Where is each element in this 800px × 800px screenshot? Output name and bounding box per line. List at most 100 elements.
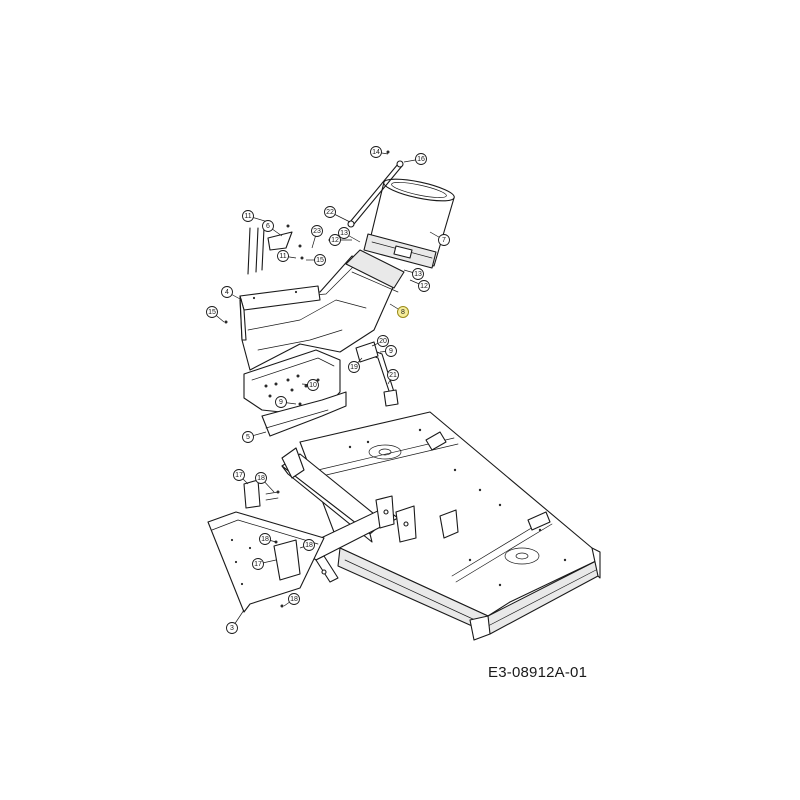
callout-label: 11 [244,213,251,220]
callout-circle [348,361,360,373]
callout-c12b: 12 [409,279,430,292]
callout-label: 22 [326,209,334,216]
fasteners [224,150,390,608]
callout-label: 9 [389,348,393,355]
callout-circle [311,225,323,237]
callout-c16: 16 [403,153,427,165]
linkage-arm [355,341,399,407]
callout-circle [438,234,450,246]
callout-label: 18 [305,542,313,549]
callout-c18c: 18 [299,539,315,551]
callout-circle [242,210,254,222]
callout-circle [303,539,315,551]
callout-label: 7 [442,237,446,244]
callout-circle [255,472,267,484]
callout-c3: 3 [226,609,245,634]
callout-circle [324,206,336,218]
callout-circle [288,593,300,605]
callout-label: 18 [261,536,269,543]
callout-circle [314,254,326,266]
callout-circle [415,153,427,165]
callout-c11b: 11 [277,250,297,262]
callout-label: 15 [316,257,324,264]
callout-c17b: 17 [252,558,277,570]
callout-circle [370,146,382,158]
mount-bracket [247,227,293,275]
callout-label: 6 [266,223,270,230]
callout-label: 13 [414,271,422,278]
callout-circle [387,369,399,381]
callout-circle [385,345,397,357]
callout-circle [206,306,218,318]
callout-label: 18 [257,475,265,482]
callout-c18a: 18 [255,472,275,493]
callout-circle [259,533,271,545]
callout-label: 15 [208,309,216,316]
callout-label: 21 [389,372,397,379]
callout-c14: 14 [370,146,389,158]
callout-c17a: 17 [233,469,249,485]
hitch-bracket-upper [243,479,279,509]
callout-c15a: 15 [306,254,326,266]
callout-circle [307,379,319,391]
discharge-chute [239,249,405,437]
callout-label: 13 [340,230,348,237]
callout-c8: 8 [389,303,409,318]
callout-c18d: 18 [283,593,300,607]
callout-c12a: 12 [329,234,352,246]
callout-label: 3 [230,625,234,632]
callout-label: 10 [309,382,317,389]
callout-c10: 10 [301,379,319,391]
callout-label: 11 [279,253,286,260]
callout-label: 9 [279,399,283,406]
callout-c22: 22 [324,206,351,223]
callout-c9a: 9 [379,345,397,357]
callout-label: 20 [379,338,387,345]
callout-circle [275,396,287,408]
callout-c13a: 13 [338,227,361,243]
callout-c4: 4 [221,286,243,301]
callout-label: 17 [235,472,243,479]
document-code: E3-08912A-01 [488,664,588,681]
callout-circle [277,250,289,262]
callout-label: 23 [313,228,321,235]
callout-circle [338,227,350,239]
callout-circle [262,220,274,232]
upper-tube [363,178,455,269]
callout-c6a: 6 [262,220,283,237]
callout-c23: 23 [311,225,323,249]
callout-label: 12 [331,237,339,244]
callout-c18b: 18 [259,533,277,545]
callout-c20: 20 [371,335,389,347]
callout-c5: 5 [242,431,267,443]
callout-c7: 7 [429,231,450,246]
callout-label: 16 [417,156,425,163]
callout-c9b: 9 [275,396,297,408]
rod [347,160,404,228]
callout-circle [252,558,264,570]
callout-label: 12 [420,283,428,290]
callout-circle [329,234,341,246]
callout-label: 14 [372,149,380,156]
callout-c21: 21 [387,369,399,385]
callout-circle [397,306,409,318]
callout-circle [242,431,254,443]
callout-label: 8 [401,309,405,316]
callout-circle [412,268,424,280]
callout-label: 18 [290,596,298,603]
hitch-frame [281,447,417,583]
callout-circle [221,286,233,298]
callout-circle [377,335,389,347]
callout-label: 5 [246,434,250,441]
mower-deck [299,411,601,641]
callout-circle [233,469,245,481]
callout-c13b: 13 [403,268,424,280]
callout-c19: 19 [348,357,363,373]
callout-c15b: 15 [206,306,225,323]
callout-c11: 11 [242,210,269,223]
callout-label: 17 [254,561,262,568]
callout-circle [418,280,430,292]
callout-label: 4 [225,289,229,296]
